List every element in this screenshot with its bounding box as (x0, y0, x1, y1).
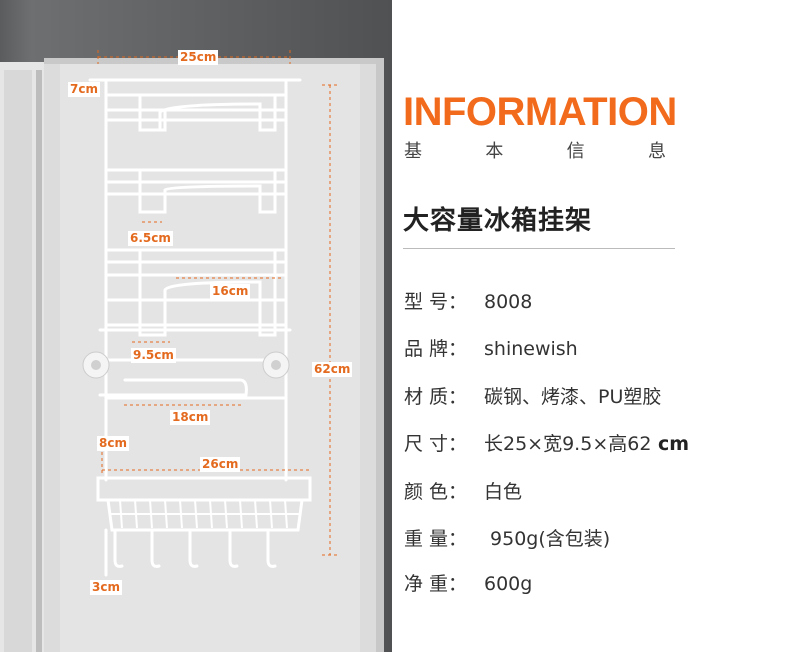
dim-height: 62cm (312, 362, 353, 377)
spec-model: 型 号： 8008 (404, 289, 532, 315)
info-subtitle-char: 本 (485, 141, 504, 162)
spec-net-weight: 净 重： 600g (404, 571, 532, 597)
product-photo: 25cm 7cm 6.5cm 16cm 9.5cm 62cm 18cm 8cm … (0, 0, 392, 652)
info-subtitle-char: 息 (647, 141, 666, 162)
spec-value: 600g (484, 573, 533, 595)
dim-basket-gap: 8cm (97, 436, 129, 451)
spec-unit: cm (651, 433, 690, 455)
spec-label: 重 量： (404, 528, 468, 550)
title-divider (403, 248, 675, 249)
info-subtitle: 基 本 信 息 (404, 141, 666, 163)
dim-mid-width: 16cm (210, 284, 251, 299)
dim-shelf-depth: 6.5cm (128, 231, 173, 246)
info-title: INFORMATION (403, 90, 677, 134)
dim-lower-depth: 9.5cm (131, 348, 176, 363)
spec-value: 白色 (484, 481, 523, 503)
spec-size: 尺 寸： 长25×宽9.5×高62 cm (404, 431, 689, 457)
spec-label: 品 牌： (404, 338, 468, 360)
spec-color: 颜 色： 白色 (404, 479, 522, 505)
spec-value: 950g(含包装) (484, 528, 611, 550)
product-title: 大容量冰箱挂架 (403, 206, 593, 236)
dim-depth-top: 7cm (68, 82, 100, 97)
spec-material: 材 质： 碳钢、烤漆、PU塑胶 (404, 384, 661, 410)
rack-illustration (0, 50, 384, 652)
dim-width-top: 25cm (178, 50, 219, 65)
dim-lower-width: 18cm (170, 410, 211, 425)
spec-value: 长25×宽9.5×高62 (484, 433, 652, 455)
spec-value: 8008 (484, 291, 533, 313)
spec-gross-weight: 重 量： 950g(含包装) (404, 526, 610, 552)
spec-value: 碳钢、烤漆、PU塑胶 (484, 386, 662, 408)
info-subtitle-char: 基 (404, 141, 422, 162)
info-subtitle-char: 信 (566, 141, 585, 162)
spec-label: 型 号： (404, 291, 468, 313)
dim-hook-length: 3cm (90, 580, 122, 595)
spec-label: 颜 色： (404, 481, 468, 503)
spec-label: 净 重： (404, 573, 468, 595)
spec-label: 尺 寸： (404, 433, 468, 455)
spec-value: shinewish (484, 338, 578, 360)
spec-label: 材 质： (404, 386, 468, 408)
dim-basket-width: 26cm (200, 457, 241, 472)
spec-brand: 品 牌： shinewish (404, 336, 578, 362)
